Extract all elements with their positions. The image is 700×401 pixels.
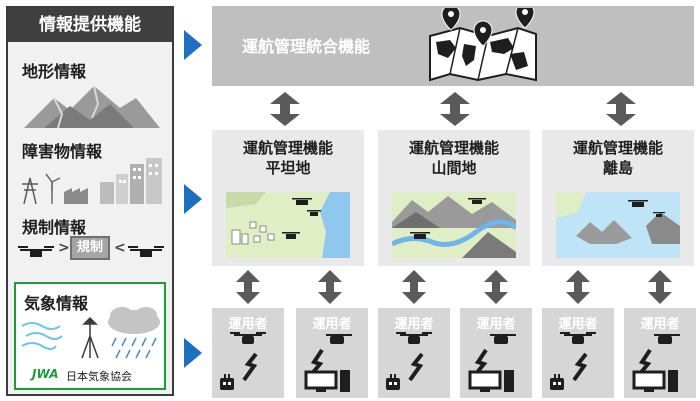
- drone-robot-icon: [386, 332, 432, 390]
- operator-box: 運用者: [378, 308, 450, 398]
- operator-box: 運用者: [542, 308, 614, 398]
- jwa-logo: JWA: [32, 367, 59, 381]
- terrain-info-label: 地形情報: [22, 62, 87, 81]
- double-arrow-icon: [270, 92, 300, 126]
- drone-icon: [18, 246, 54, 257]
- double-arrow-icon: [440, 92, 470, 126]
- drone-robot-icon: [550, 332, 596, 390]
- drone-computer-icon: [632, 334, 680, 392]
- island-map-icon: [556, 192, 680, 258]
- arrow-left-icon: <: [114, 240, 126, 256]
- drone-computer-icon: [304, 334, 352, 392]
- regulation-badge: 規制: [70, 236, 110, 260]
- integration-title: 運航管理統合機能: [242, 37, 371, 56]
- weather-icon: [21, 307, 160, 359]
- info-provision-panel: 情報提供機能 地形情報 障害物情報: [6, 6, 174, 396]
- func-subtitle: 山間地: [431, 159, 477, 177]
- operator-label: 運用者: [640, 317, 680, 332]
- world-map-icon: [429, 8, 537, 82]
- func-subtitle: 離島: [602, 159, 633, 177]
- regulation-info-label: 規制情報: [22, 218, 87, 237]
- func-title: 運航管理機能 山間地: [378, 138, 530, 178]
- operator-label: 運用者: [476, 317, 516, 332]
- func-subtitle: 平坦地: [265, 159, 311, 177]
- double-arrow-icon: [402, 270, 426, 304]
- func-title: 運航管理機能 離島: [542, 138, 694, 178]
- weather-info-box: 気象情報: [14, 282, 166, 390]
- mountain-map-icon: [392, 192, 516, 258]
- operator-label: 運用者: [312, 317, 352, 332]
- func-title: 運航管理機能 平坦地: [212, 138, 364, 178]
- drone-robot-icon: [220, 332, 266, 390]
- weather-info-label: 気象情報: [24, 294, 89, 313]
- obstacle-info-label: 障害物情報: [22, 142, 103, 161]
- operator-box: 運用者: [296, 308, 368, 398]
- info-provision-header: 情報提供機能: [8, 8, 172, 42]
- func-title-line: 運航管理機能: [242, 139, 333, 157]
- drone-icon: [128, 246, 164, 257]
- operator-box: 運用者: [460, 308, 532, 398]
- flow-arrow-icon: [184, 338, 202, 368]
- drone-computer-icon: [468, 334, 516, 392]
- operator-box: 運用者: [624, 308, 696, 398]
- flatland-map-icon: [226, 192, 350, 258]
- arrow-right-icon: >: [58, 240, 70, 256]
- double-arrow-icon: [236, 270, 260, 304]
- func-box-flatland: 運航管理機能 平坦地: [212, 130, 364, 266]
- double-arrow-icon: [484, 270, 508, 304]
- func-box-island: 運航管理機能 離島: [542, 130, 694, 266]
- operator-box: 運用者: [212, 308, 284, 398]
- flow-arrow-icon: [184, 184, 202, 214]
- operator-label: 運用者: [558, 317, 598, 332]
- double-arrow-icon: [606, 92, 636, 126]
- double-arrow-icon: [566, 270, 590, 304]
- integration-box: 運航管理統合機能: [212, 6, 694, 86]
- double-arrow-icon: [648, 270, 672, 304]
- buildings-icon: [22, 158, 162, 204]
- mountain-icon: [24, 85, 160, 128]
- flow-arrow-icon: [184, 30, 202, 60]
- func-title-line: 運航管理機能: [572, 139, 663, 157]
- operator-label: 運用者: [228, 317, 268, 332]
- func-title-line: 運航管理機能: [408, 139, 499, 157]
- operator-label: 運用者: [394, 317, 434, 332]
- double-arrow-icon: [318, 270, 342, 304]
- func-box-mountain: 運航管理機能 山間地: [378, 130, 530, 266]
- jwa-name: 日本気象協会: [66, 370, 132, 383]
